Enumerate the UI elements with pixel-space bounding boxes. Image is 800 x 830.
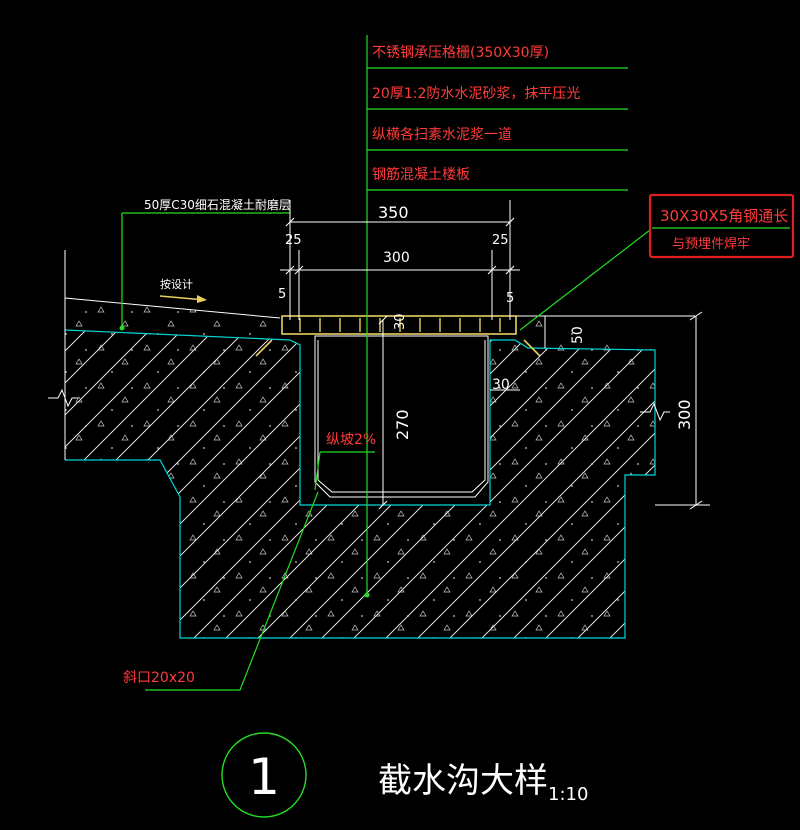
dim-25-right: 25	[492, 233, 509, 248]
steel-grate	[255, 315, 541, 357]
layer-note-1: 不锈钢承压格栅(350X30厚)	[372, 45, 549, 61]
slope-note: 按设计	[160, 277, 193, 291]
long-slope-label: 纵坡2%	[326, 432, 376, 448]
dim-300-right: 300	[675, 399, 694, 430]
drawing-title: 1 截水沟大样 1:10	[221, 732, 588, 818]
dim-350: 350	[378, 203, 409, 222]
title-circle	[221, 732, 307, 818]
chamfer-label: 斜口20x20	[123, 670, 195, 686]
layer-note-4: 钢筋混凝土楼板	[372, 166, 470, 183]
dim-300-inner: 300	[383, 250, 410, 266]
highlight-box	[648, 193, 795, 259]
title-number: 1	[248, 748, 280, 806]
angle-steel-callout: 30X30X5角钢通长 与预埋件焊牢	[648, 193, 795, 259]
concrete-body	[48, 250, 695, 639]
dim-270: 270	[393, 409, 412, 440]
dim-30-grate: 30	[393, 313, 408, 330]
slope-arrow: 按设计	[159, 277, 207, 303]
layer-notes: 不锈钢承压格栅(350X30厚) 20厚1:2防水水泥砂浆，抹平压光 纵横各扫素…	[372, 45, 580, 183]
dim-5-left: 5	[278, 287, 286, 302]
layer-note-3: 纵横各扫素水泥浆一道	[372, 127, 512, 143]
title-text: 截水沟大样	[378, 761, 548, 801]
dimension-lines	[280, 200, 710, 510]
dimension-texts: 350 25 25 300 5 5 30 50 30 270 300	[278, 203, 694, 440]
leader-lines	[119, 35, 651, 691]
dim-25-left: 25	[285, 233, 302, 248]
layer-note-2: 20厚1:2防水水泥砂浆，抹平压光	[372, 86, 580, 102]
angle-steel-note-2: 与预埋件焊牢	[672, 236, 750, 252]
angle-steel-note-1: 30X30X5角钢通长	[660, 207, 788, 225]
dim-50: 50	[570, 326, 586, 344]
wear-layer-note: 50厚C30细石混凝土耐磨层	[144, 197, 291, 212]
dim-30-wall: 30	[492, 377, 510, 393]
title-scale: 1:10	[548, 784, 588, 805]
dim-5-right: 5	[506, 291, 514, 306]
